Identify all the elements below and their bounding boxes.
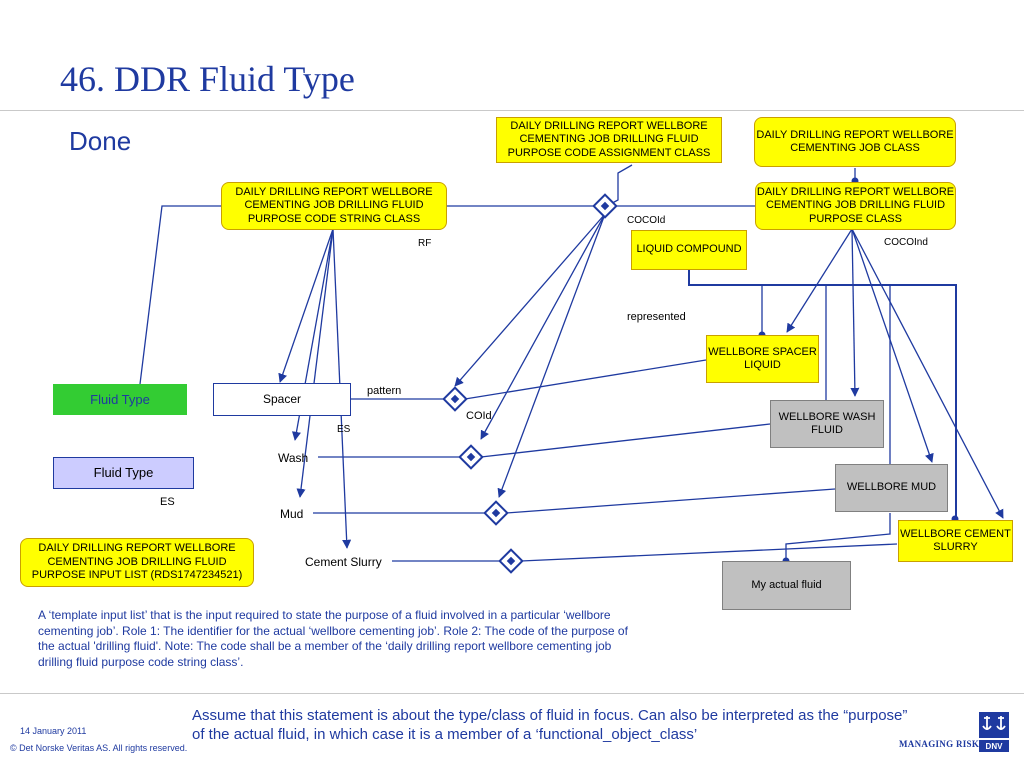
input-list-description: A ‘template input list’ that is the inpu… xyxy=(38,608,628,669)
dnv-logo-text: DNV xyxy=(985,741,1003,751)
footer-divider xyxy=(0,693,1024,694)
fluid-type-lavender-box: Fluid Type xyxy=(53,457,194,489)
purpose-code-assignment-class-box: DAILY DRILLING REPORT WELLBORE CEMENTING… xyxy=(496,117,722,163)
cementing-job-class-box: DAILY DRILLING REPORT WELLBORE CEMENTING… xyxy=(754,117,956,167)
cocoind-label: COCOInd xyxy=(884,237,928,248)
es-fluid-type-label: ES xyxy=(160,496,175,508)
liquid-compound-box: LIQUID COMPOUND xyxy=(631,230,747,270)
status-heading: Done xyxy=(69,126,132,156)
wash-fluid-box: WELLBORE WASH FLUID xyxy=(770,400,884,448)
cement-slurry-label: Cement Slurry xyxy=(305,555,382,569)
dnv-logo-icon xyxy=(979,712,1009,752)
wash-label: Wash xyxy=(278,451,309,465)
input-list-box: DAILY DRILLING REPORT WELLBORE CEMENTING… xyxy=(20,538,254,587)
wellbore-mud-box: WELLBORE MUD xyxy=(835,464,948,512)
spacer-liquid-box: WELLBORE SPACER LIQUID xyxy=(706,335,819,383)
tagline: MANAGING RISK xyxy=(899,739,980,749)
relation-diamonds xyxy=(442,193,618,574)
fluid-type-green-box: Fluid Type xyxy=(53,384,187,415)
footer-date: 14 January 2011 xyxy=(20,726,87,736)
coid-label: COId xyxy=(466,410,492,422)
title-divider xyxy=(0,110,1024,111)
spacer-box: Spacer xyxy=(213,383,351,416)
page-title: 46. DDR Fluid Type xyxy=(60,59,355,99)
pattern-label: pattern xyxy=(367,385,402,397)
purpose-code-string-class-box: DAILY DRILLING REPORT WELLBORE CEMENTING… xyxy=(221,182,447,230)
cocoid-label: COCOId xyxy=(627,215,666,226)
represented-label: represented xyxy=(627,311,686,323)
rf-label: RF xyxy=(418,238,432,249)
mud-label: Mud xyxy=(280,507,304,521)
cement-slurry-box: WELLBORE CEMENT SLURRY xyxy=(898,520,1013,562)
assumption-text: Assume that this statement is about the … xyxy=(192,707,908,743)
my-actual-fluid-box: My actual fluid xyxy=(722,561,851,610)
fluid-purpose-class-box: DAILY DRILLING REPORT WELLBORE CEMENTING… xyxy=(755,182,956,230)
es-spacer-label: ES xyxy=(337,424,351,435)
footer-copyright: © Det Norske Veritas AS. All rights rese… xyxy=(10,743,188,753)
